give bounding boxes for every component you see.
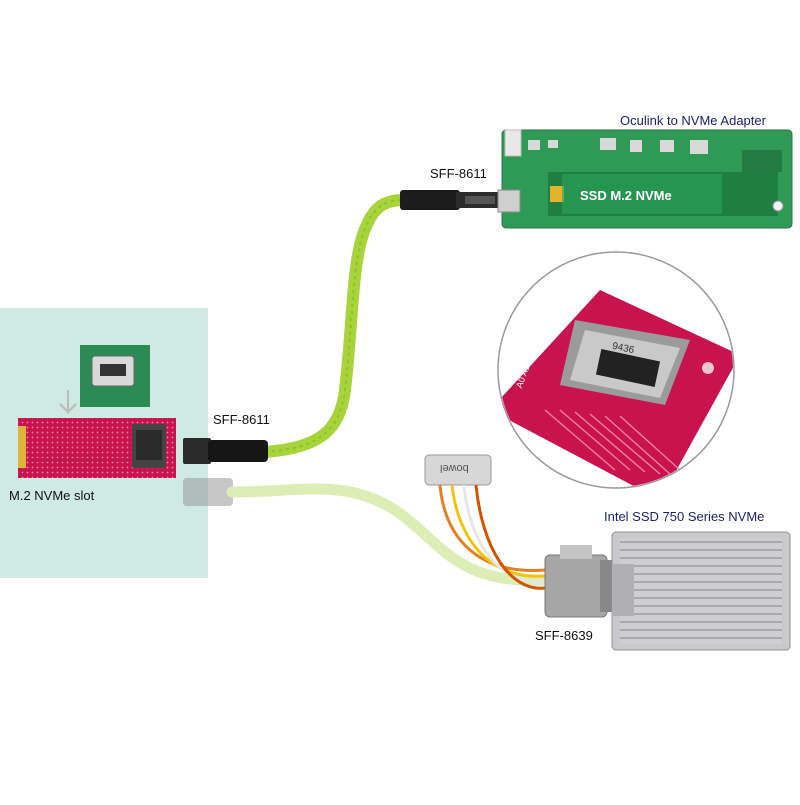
intel-ssd-label: Intel SSD 750 Series NVMe	[604, 509, 765, 524]
adapter-title: Oculink to NVMe Adapter	[620, 113, 766, 128]
ghost-cable	[183, 478, 551, 586]
m2-slot-label: M.2 NVMe slot	[9, 488, 95, 503]
power-connector-text: bowel	[440, 462, 469, 474]
connector-zoom-inset	[497, 251, 735, 489]
sff8611-left-plug	[183, 438, 268, 464]
intel-ssd-drive	[611, 531, 791, 651]
sff8611-top-label: SFF-8611	[430, 166, 487, 181]
oculink-cable	[259, 194, 411, 458]
sff8611-top-plug	[400, 190, 502, 210]
m2-red-card	[18, 418, 176, 478]
pcb-slot-text: SSD M.2 NVMe	[580, 188, 672, 203]
small-connector-inset	[59, 345, 150, 415]
sff8611-left-label: SFF-8611	[213, 412, 270, 427]
sff8639-label: SFF-8639	[535, 628, 593, 643]
power-connector	[424, 454, 546, 590]
sff8639-connector	[544, 545, 622, 618]
oculink-adapter-board	[497, 129, 793, 229]
